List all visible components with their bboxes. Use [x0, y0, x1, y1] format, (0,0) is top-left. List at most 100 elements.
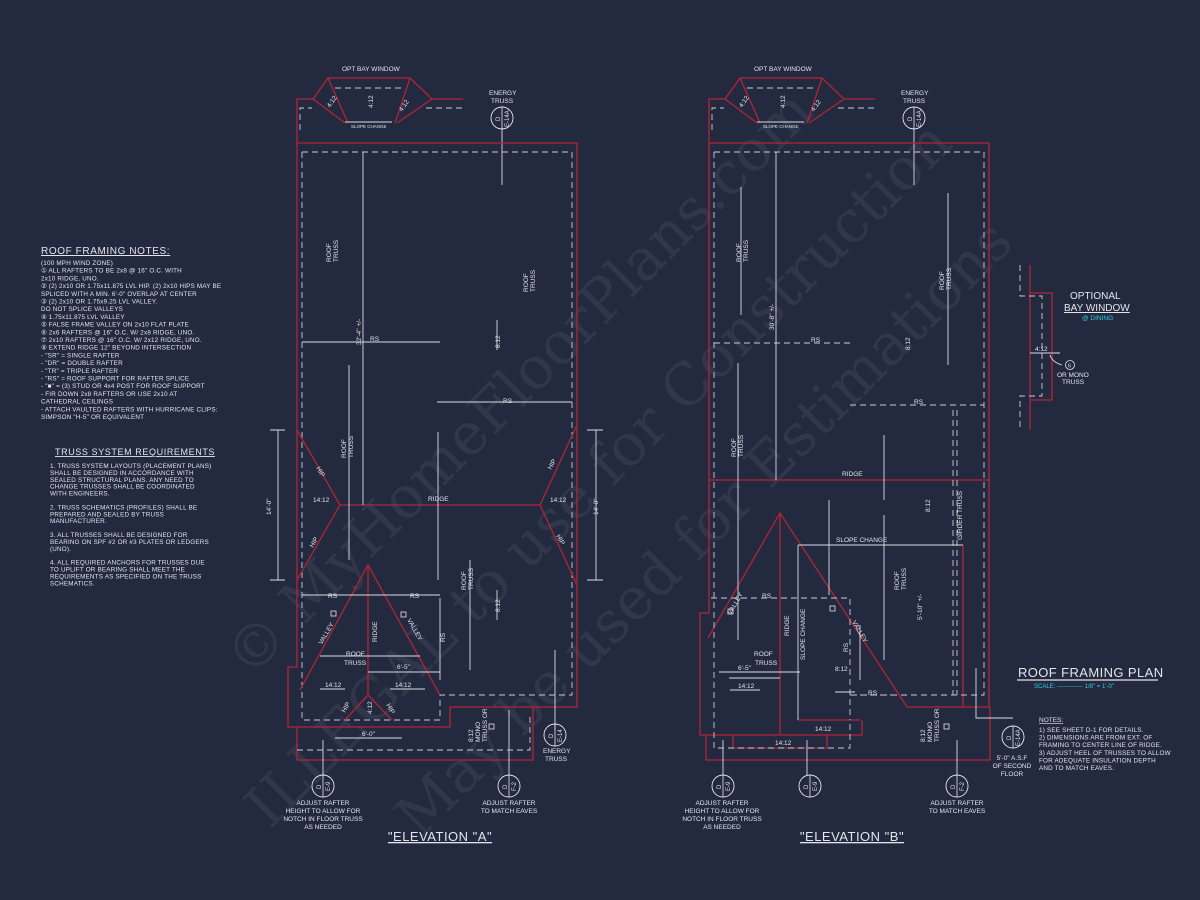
energy-truss-label: TRUSS: [491, 98, 514, 105]
ridge-label: RIDGE: [784, 615, 791, 636]
ridge-label: RIDGE: [842, 471, 863, 478]
note-line: AS NEEDED: [703, 824, 741, 831]
roof-truss-label: TRUSS: [755, 660, 778, 667]
roof-framing-notes: ROOF FRAMING NOTES: (100 MPH WIND ZONE)①…: [41, 246, 221, 421]
or-mono-label: TRUSS: [1062, 379, 1085, 386]
marker-sheet-ref: E-9: [813, 781, 819, 791]
note-line: (100 MPH WIND ZONE): [41, 260, 113, 267]
note-line: TO UPLIFT OR BEARING SHALL MEET THE: [50, 567, 185, 574]
note-line: BEARING ON SPF #2 OR #3 PLATES OR LEDGER…: [50, 539, 209, 546]
notes-list: 1) SEE SHEET D-1 FOR DETAILS.2) DIMENSIO…: [1039, 727, 1171, 772]
detail-marker[interactable]: D F-2: [945, 774, 969, 798]
note-line: OF SECOND: [993, 763, 1032, 770]
note-line: TO MATCH EAVES: [481, 808, 538, 815]
slope-change-label: SLOPE CHANGE: [800, 608, 807, 660]
roof-truss-label: TRUSS: [333, 239, 340, 262]
note-line: ADJUST RAFTER: [696, 800, 749, 807]
note-line: SHALL BE DESIGNED IN ACCORDANCE WITH: [50, 470, 194, 477]
or-mono-label: OR MONO: [1057, 372, 1089, 379]
detail-marker[interactable]: D E-9: [798, 774, 822, 798]
roof-support-label: RS: [410, 593, 420, 600]
marker-detail-letter: D: [503, 784, 509, 789]
marker-sheet-ref: E-14A: [505, 110, 511, 127]
optional-bay-subtitle: @ DINING: [1082, 315, 1113, 322]
bay-outline: [1029, 265, 1053, 430]
note-line: 2x10 RIDGE, UNO.: [41, 275, 99, 282]
truss-reqs-title: TRUSS SYSTEM REQUIREMENTS: [55, 447, 215, 457]
pitch-label: 14:12: [325, 682, 342, 689]
truss-reqs-list: 1. TRUSS SYSTEM LAYOUTS (PLACEMENT PLANS…: [50, 463, 211, 587]
slope-change-label: SLOPE CHANGE: [836, 537, 888, 544]
note-line: SPLICED WITH A MIN. 6'-0" OVERLAP AT CEN…: [41, 291, 197, 298]
bay-window-hips: [724, 77, 845, 124]
ridge-label: RIDGE: [372, 621, 379, 642]
detail-marker[interactable]: D E-9: [311, 774, 335, 798]
dimension-6-5: 6'-5": [397, 664, 411, 671]
detail-marker[interactable]: D E-14: [543, 723, 567, 747]
note-line: NOTCH IN FLOOR TRUSS: [682, 816, 762, 823]
bay-pitch-leader: [1030, 352, 1063, 366]
hips-and-ridge: [296, 424, 578, 586]
note-line: ADJUST RAFTER: [483, 800, 536, 807]
wall-line: [713, 151, 985, 749]
wall-line: [301, 151, 573, 721]
roof-support-label: RS: [370, 336, 380, 343]
post-icon: [400, 611, 407, 618]
roof-truss-label: ROOF: [523, 273, 530, 292]
post-icon: [727, 608, 734, 615]
note-line: HEIGHT TO ALLOW FOR: [286, 808, 361, 815]
pitch-label: 8:12: [925, 499, 932, 512]
elevation-a-plan: OPT BAY WINDOW 4:12 4:12 4:12 SLOPE CHAN…: [266, 66, 603, 844]
title-block: ROOF FRAMING PLAN SCALE: ------------- 1…: [1017, 665, 1171, 772]
note-line: ADJUST RAFTER: [931, 800, 984, 807]
marker-detail-letter: D: [317, 784, 323, 789]
pitch-label: 8:12: [920, 729, 927, 742]
bay-window-wall: [299, 87, 463, 130]
detail-marker[interactable]: D E-14A: [1001, 725, 1025, 749]
note-line: SIMPSON "H-5" OR EQUIVALENT: [41, 414, 144, 421]
marker-sheet-ref: E-14: [558, 729, 564, 742]
mono-truss-label: TRUSS OR: [482, 708, 489, 742]
note-line: 3. ALL TRUSSES SHALL BE DESIGNED FOR: [50, 532, 188, 539]
detail-marker[interactable]: D E-9: [711, 774, 735, 798]
note-line: ADJUST RAFTER: [297, 800, 350, 807]
energy-truss-label: ENERGY: [901, 90, 929, 97]
roof-support-label: RS: [843, 642, 850, 652]
note-line: 3) ADJUST HEEL OF TRUSSES TO ALLOW: [1039, 750, 1171, 757]
note-line: - "DR" = DOUBLE RAFTER: [41, 360, 123, 367]
energy-truss-label: ENERGY: [489, 90, 517, 97]
pitch-label: 8:12: [835, 666, 848, 673]
marker-detail-letter: D: [908, 116, 914, 121]
note-line: 1) SEE SHEET D-1 FOR DETAILS.: [1039, 727, 1144, 734]
note-line: ④ 1.75x11.875 LVL VALLEY: [41, 314, 125, 321]
note-line: (UNO).: [50, 546, 71, 553]
dimension-14-0: 14'-0": [266, 498, 273, 515]
note-line: HEIGHT TO ALLOW FOR: [685, 808, 760, 815]
marker-detail-letter: D: [717, 784, 723, 789]
roof-truss-label: ROOF: [346, 651, 365, 658]
roof-truss-label: ROOF: [894, 571, 901, 590]
drawing-title: ROOF FRAMING PLAN: [1018, 665, 1163, 680]
girder-truss-line: [952, 410, 958, 695]
optional-bay-title: OPTIONAL: [1070, 291, 1121, 302]
roof-support-label: RS: [868, 690, 878, 697]
ridge-label: RIDGE: [428, 496, 449, 503]
post-icon: [488, 723, 495, 730]
energy-truss-label: TRUSS: [545, 756, 568, 763]
post-icon: [829, 605, 836, 612]
slope-change-label: SLOPE CHANGE: [763, 124, 799, 129]
marker-sheet-ref: F-2: [960, 781, 966, 791]
hip-label: HIP: [554, 534, 565, 547]
marker-detail-letter: D: [549, 733, 555, 738]
asf-note: 5'-0" A.S.F OF SECOND FLOOR: [993, 755, 1032, 778]
pitch-label: 8:12: [905, 337, 912, 350]
elevation-b-title: "ELEVATION "B": [800, 829, 904, 844]
drawing-scale: SCALE: ------------- 1/8" = 1'-0": [1034, 684, 1114, 690]
detail-marker[interactable]: D F-2: [497, 774, 521, 798]
dimension-30-8: 30'-8" +/-: [769, 304, 776, 330]
note-line: FLOOR: [1001, 771, 1024, 778]
dimension-lines: [719, 152, 1013, 775]
girder-truss-label: GIRDER TRUSS: [957, 490, 964, 540]
dimension-32-4: 32'-4" +/-: [356, 319, 363, 345]
